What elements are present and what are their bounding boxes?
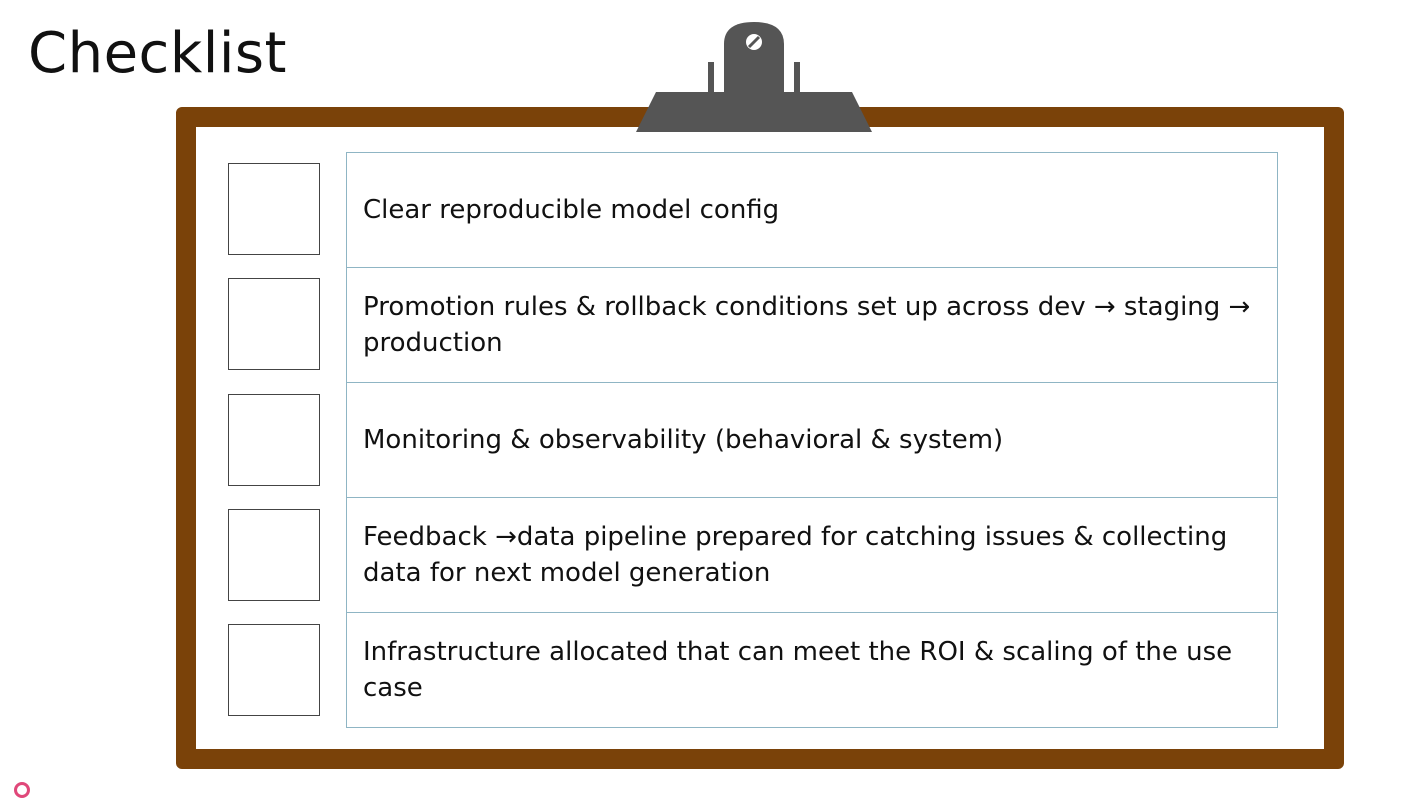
checkbox[interactable]	[228, 278, 320, 370]
checklist-item-label: Infrastructure allocated that can meet t…	[363, 637, 1233, 703]
checklist-item-label: Clear reproducible model config	[363, 195, 780, 225]
checkbox[interactable]	[228, 624, 320, 716]
checkbox[interactable]	[228, 394, 320, 486]
checklist-item-cell: Monitoring & observability (behavioral &…	[346, 382, 1278, 498]
checklist-item-label: Monitoring & observability (behavioral &…	[363, 425, 1004, 455]
checklist-item-cell: Clear reproducible model config	[346, 152, 1278, 268]
clipboard-clip-icon	[636, 22, 872, 132]
page-title: Checklist	[28, 21, 288, 86]
checklist-item-cell: Promotion rules & rollback conditions se…	[346, 267, 1278, 383]
checkbox[interactable]	[228, 509, 320, 601]
checklist-item-cell: Infrastructure allocated that can meet t…	[346, 612, 1278, 728]
checklist-item-label: Promotion rules & rollback conditions se…	[363, 292, 1251, 358]
checkbox[interactable]	[228, 163, 320, 255]
checklist-item-cell: Feedback →data pipeline prepared for cat…	[346, 497, 1278, 613]
decorative-dot	[14, 782, 30, 798]
checklist-item-label: Feedback →data pipeline prepared for cat…	[363, 522, 1228, 588]
